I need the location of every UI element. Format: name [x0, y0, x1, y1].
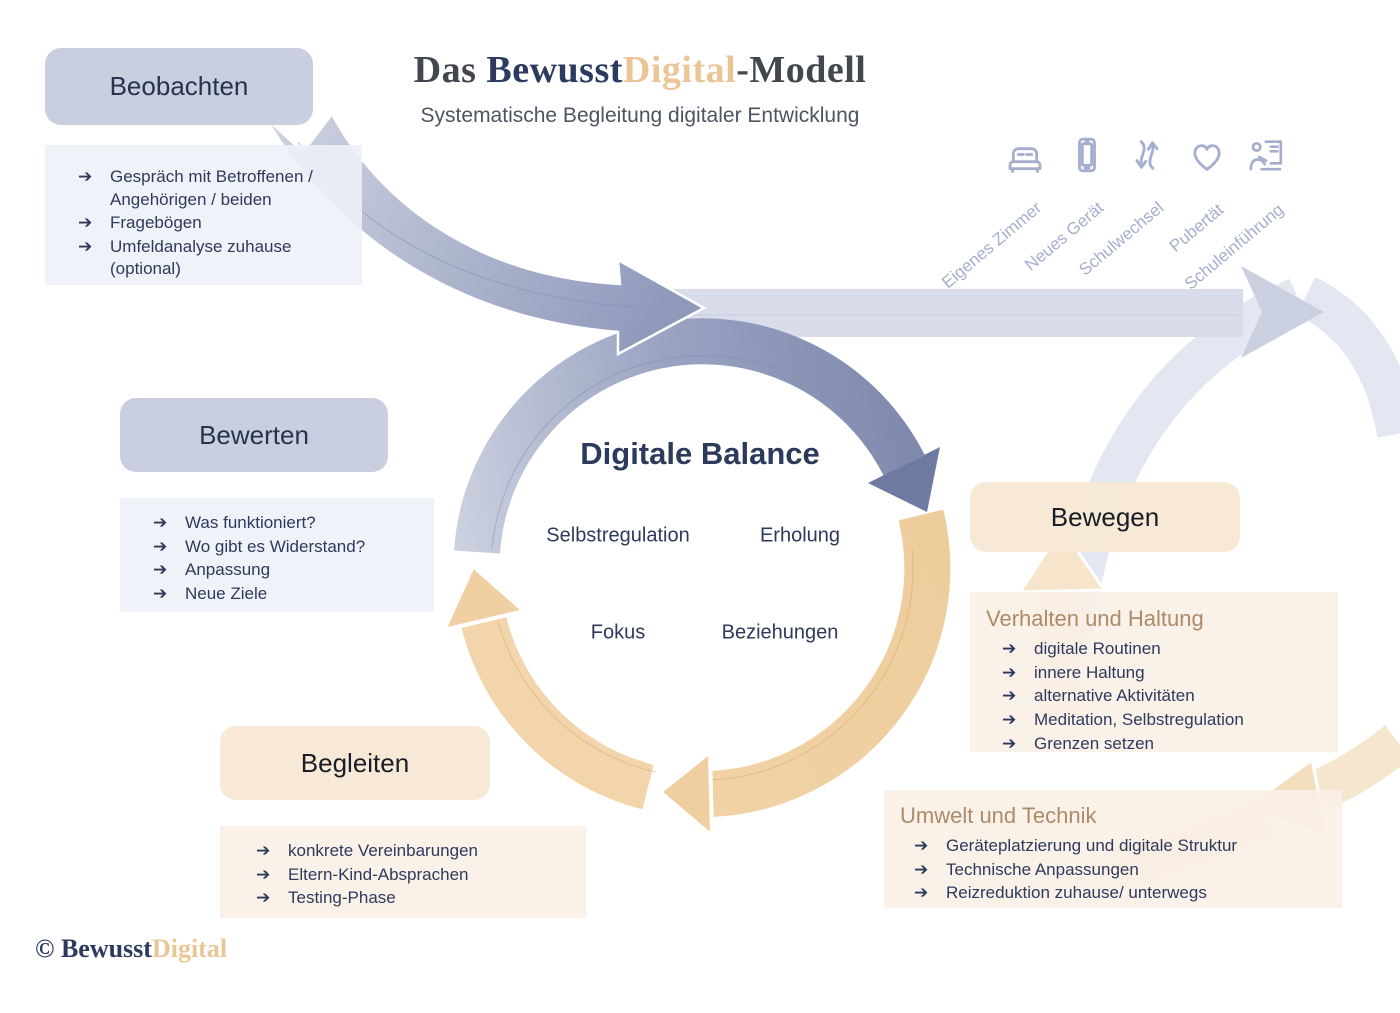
- list-item-text: Anpassung: [185, 560, 271, 580]
- stage-box-begleiten: Begleiten: [220, 726, 490, 800]
- list-item-text: Eltern-Kind-Absprachen: [288, 864, 469, 884]
- center-heading: Digitale Balance: [580, 436, 820, 471]
- list-item-text: Grenzen setzen: [1034, 733, 1155, 753]
- arrow-bullet-icon: ➔: [914, 883, 929, 904]
- stage-box-bewerten: Bewerten: [120, 398, 388, 472]
- pill-fokus: Fokus: [573, 611, 663, 655]
- copyright-mark: ©: [35, 934, 61, 963]
- footer-brand-digital: Digital: [151, 934, 228, 963]
- orange-left-arrowhead: [440, 562, 529, 633]
- list-item-text: digitale Routinen: [1034, 639, 1161, 659]
- stage-label-begleiten: Begleiten: [300, 747, 410, 778]
- swap-arrows-icon: [1127, 135, 1167, 175]
- arrow-bullet-icon: ➔: [1002, 710, 1017, 731]
- list-item-text: Technische Anpassungen: [946, 859, 1139, 879]
- arrow-bullet-icon: ➔: [78, 213, 93, 234]
- next-cycle-faded-circle: [1017, 277, 1400, 889]
- stage-box-beobachten: Beobachten: [45, 48, 313, 125]
- list-item: ➔ digitale Routinen: [1002, 638, 1328, 661]
- list-item: ➔ Meditation, Selbstregulation: [1002, 709, 1328, 732]
- list-item-text: Testing-Phase: [288, 888, 396, 908]
- list-item: ➔ Anpassung: [153, 559, 422, 582]
- title-brand-bewusst: Bewusst: [486, 49, 623, 91]
- faded-up-arrowhead: [1017, 525, 1107, 594]
- arrow-bullet-icon: ➔: [1002, 662, 1017, 683]
- stage-label-bewerten: Bewerten: [199, 419, 309, 450]
- list-item-text: Neue Ziele: [185, 583, 268, 603]
- title-brand-digital: Digital: [622, 49, 737, 91]
- page-subtitle: Systematische Begleitung digitaler Entwi…: [420, 104, 860, 127]
- list-item-text: innere Haltung: [1034, 662, 1145, 682]
- stage-label-bewegen: Bewegen: [1050, 501, 1160, 532]
- arrow-bullet-icon: ➔: [914, 836, 929, 857]
- list-item-text: Was funktioniert?: [185, 513, 316, 532]
- blue-cycle-arc: [454, 318, 940, 554]
- footer-brand-bewusst: Bewusst: [60, 934, 152, 963]
- list-item: ➔ Grenzen setzen: [1002, 733, 1328, 756]
- begleiten-list-panel: ➔ konkrete Vereinbarungen ➔ Eltern-Kind-Ab…: [220, 826, 586, 918]
- beobachten-list-panel: ➔ Gespräch mit Betroffenen / Angehörigen …: [45, 145, 362, 285]
- arrow-bullet-icon: ➔: [256, 864, 271, 885]
- list-item: ➔ Reizreduktion zuhause/ unterwegs: [914, 882, 1332, 905]
- list-item: ➔ Technische Anpassungen: [914, 859, 1332, 882]
- list-item: ➔ Fragebögen: [78, 212, 348, 235]
- list-item-text: Meditation, Selbstregulation: [1034, 710, 1244, 730]
- arrow-bullet-icon: ➔: [1002, 733, 1017, 754]
- list-item-text: konkrete Vereinbarungen: [288, 841, 478, 860]
- pill-erholung: Erholung: [742, 514, 858, 558]
- verhalten-panel: Verhalten und Haltung ➔ digitale Routinen…: [970, 592, 1338, 754]
- orange-bottom-arrowhead: [656, 747, 715, 841]
- footer-brand: © BewusstDigital: [35, 934, 227, 964]
- arrow-bullet-icon: ➔: [153, 560, 168, 581]
- list-item: ➔ Gespräch mit Betroffenen / Angehörigen …: [78, 166, 348, 211]
- arrow-bullet-icon: ➔: [914, 859, 929, 880]
- pill-selbstregulation: Selbstregulation: [529, 514, 707, 558]
- list-item-text: Fragebögen: [110, 213, 202, 233]
- smartphone-icon: [1067, 135, 1107, 175]
- arrow-bullet-icon: ➔: [256, 888, 271, 909]
- list-item: ➔ innere Haltung: [1002, 662, 1328, 685]
- page-title: Das BewusstDigital-Modell: [0, 48, 1280, 92]
- list-item: ➔ konkrete Vereinbarungen: [256, 840, 574, 863]
- arrow-bullet-icon: ➔: [153, 513, 168, 533]
- list-item-text: Reizreduktion zuhause/ unterwegs: [946, 883, 1207, 903]
- list-item-text: Umfeldanalyse zuhause (optional): [110, 236, 292, 279]
- list-item: ➔ Neue Ziele: [153, 583, 422, 606]
- arrow-bullet-icon: ➔: [78, 167, 93, 187]
- teacher-board-icon: [1245, 135, 1285, 175]
- list-item: ➔ Geräteplatzierung und digitale Struktur: [914, 835, 1332, 858]
- umwelt-heading: Umwelt und Technik: [900, 803, 1097, 828]
- heart-icon: [1187, 136, 1227, 176]
- verhalten-heading: Verhalten und Haltung: [986, 606, 1204, 631]
- list-item-text: Gespräch mit Betroffenen / Angehörigen /…: [110, 167, 313, 209]
- list-item: ➔ Was funktioniert?: [153, 512, 422, 535]
- title-suffix: -Modell: [736, 49, 867, 91]
- blue-arrowhead: [868, 447, 940, 512]
- arrow-bullet-icon: ➔: [1002, 639, 1017, 660]
- bed-icon: [1005, 137, 1045, 177]
- bewerten-list-panel: ➔ Was funktioniert? ➔ Wo gibt es Widerstan…: [120, 498, 434, 612]
- list-item: ➔ alternative Aktivitäten: [1002, 685, 1328, 708]
- stage-box-bewegen: Bewegen: [970, 482, 1240, 552]
- umwelt-panel: Umwelt und Technik ➔ Geräteplatzierung un…: [884, 790, 1342, 908]
- arrow-bullet-icon: ➔: [153, 536, 168, 557]
- title-prefix: Das: [413, 49, 487, 91]
- orange-cycle-arc: [440, 509, 951, 841]
- arrow-bullet-icon: ➔: [153, 583, 168, 604]
- stage-label-beobachten: Beobachten: [109, 71, 249, 101]
- arrow-bullet-icon: ➔: [78, 236, 93, 257]
- list-item-text: alternative Aktivitäten: [1034, 686, 1195, 706]
- band-arrowhead: [1241, 266, 1324, 358]
- arrow-bullet-icon: ➔: [1002, 686, 1017, 707]
- list-item: ➔ Wo gibt es Widerstand?: [153, 536, 422, 559]
- list-item-text: Wo gibt es Widerstand?: [185, 536, 366, 556]
- list-item: ➔ Eltern-Kind-Absprachen: [256, 864, 574, 887]
- list-item: ➔ Umfeldanalyse zuhause (optional): [78, 236, 348, 281]
- list-item: ➔ Testing-Phase: [256, 887, 574, 910]
- arrow-bullet-icon: ➔: [256, 841, 271, 861]
- list-item-text: Geräteplatzierung und digitale Struktur: [946, 836, 1238, 856]
- pill-beziehungen: Beziehungen: [704, 611, 856, 655]
